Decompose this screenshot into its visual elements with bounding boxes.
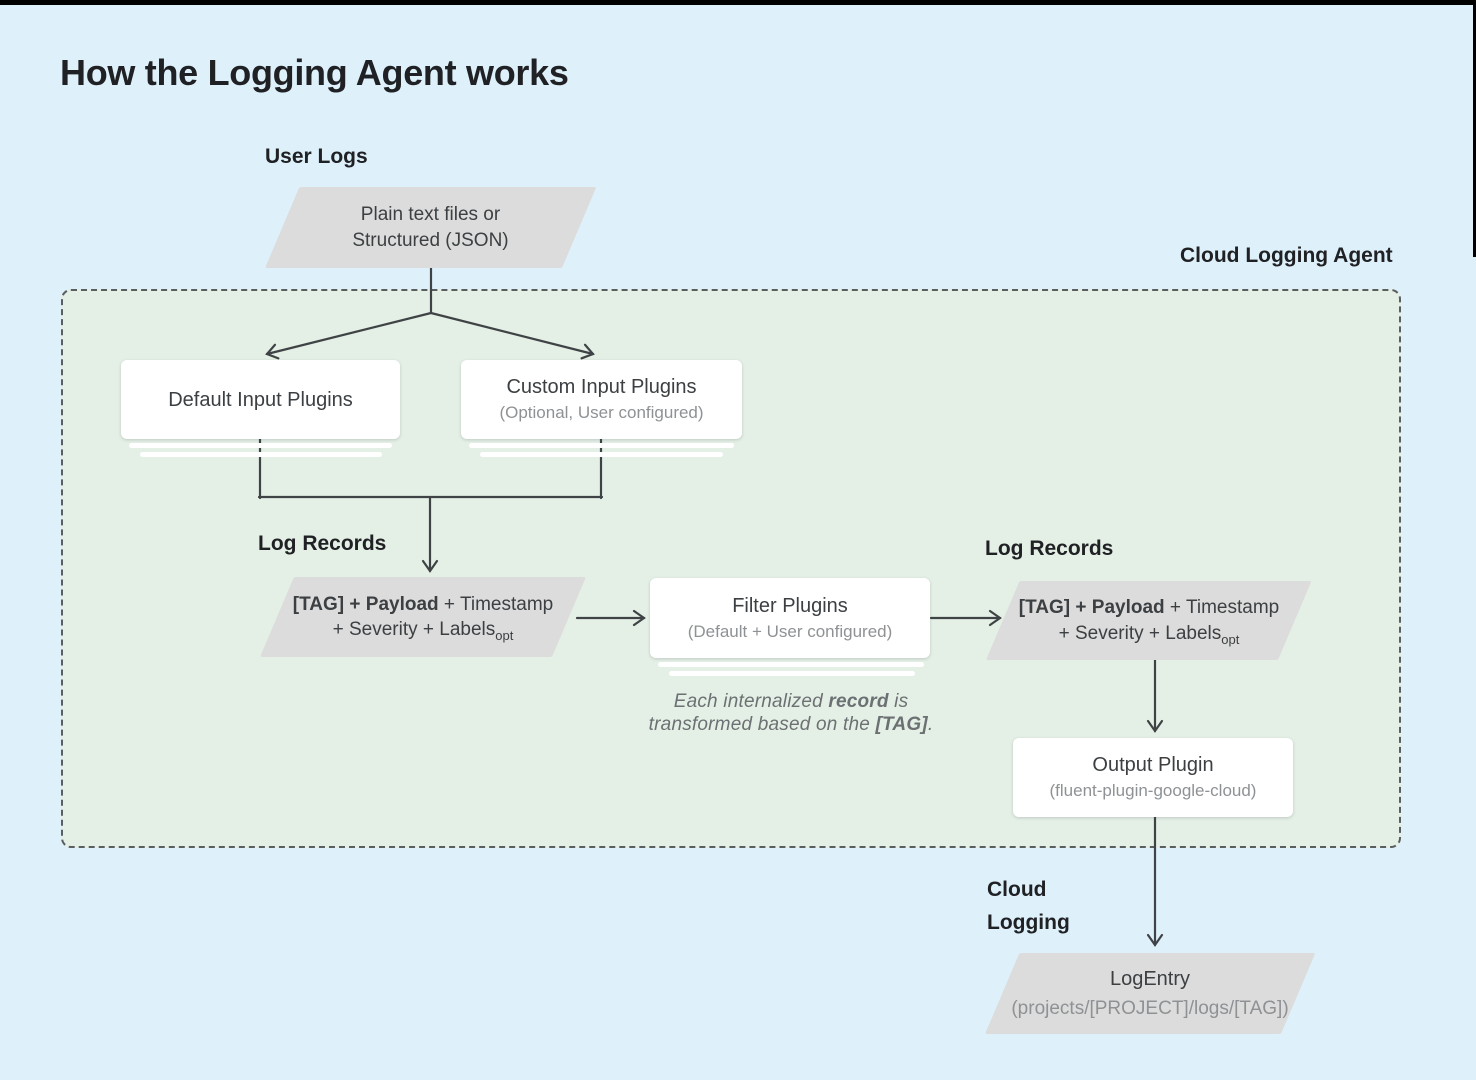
stack-bar xyxy=(129,443,392,448)
label-cloud-logging-agent: Cloud Logging Agent xyxy=(1180,244,1393,267)
page-title: How the Logging Agent works xyxy=(60,52,569,93)
card-title: Custom Input Plugins xyxy=(506,376,697,399)
card-title: Filter Plugins xyxy=(732,594,848,617)
card-title: Output Plugin xyxy=(1092,754,1214,777)
label-log-records-left: Log Records xyxy=(258,532,387,555)
note-record-transform: Each internalized record is transformed … xyxy=(630,691,952,737)
node-filter-plugins: Filter Plugins (Default + User configure… xyxy=(650,578,930,658)
stack-bar xyxy=(658,662,924,667)
node-default-input-plugins: Default Input Plugins xyxy=(121,360,400,439)
card-subtitle: (Optional, User configured) xyxy=(499,403,704,423)
top-black-bar xyxy=(0,0,1476,5)
note-text: transformed based on the xyxy=(648,713,876,735)
label-user-logs: User Logs xyxy=(265,145,368,168)
card-title: Default Input Plugins xyxy=(168,388,353,411)
card-subtitle: (fluent-plugin-google-cloud) xyxy=(1049,781,1257,801)
stack-bar xyxy=(669,671,915,676)
note-text: . xyxy=(927,713,934,735)
label-log-records-right: Log Records xyxy=(985,537,1114,560)
note-text: is xyxy=(888,691,909,712)
note-bold-tag: [TAG] xyxy=(875,713,928,735)
connector-join-lines xyxy=(257,437,604,500)
right-black-edge xyxy=(1473,0,1476,257)
stack-bar xyxy=(480,452,723,457)
node-output-plugin: Output Plugin (fluent-plugin-google-clou… xyxy=(1013,738,1293,817)
stack-bar xyxy=(469,443,734,448)
node-custom-input-plugins: Custom Input Plugins (Optional, User con… xyxy=(461,360,742,439)
stack-bar xyxy=(140,452,382,457)
note-bold-record: record xyxy=(828,691,889,712)
connector-split-left xyxy=(265,311,433,360)
note-text: Each internalized xyxy=(673,691,829,712)
connector-split-right xyxy=(429,311,595,360)
label-cloud-logging: Cloud Logging xyxy=(987,878,1070,934)
card-subtitle: (Default + User configured) xyxy=(687,621,893,641)
